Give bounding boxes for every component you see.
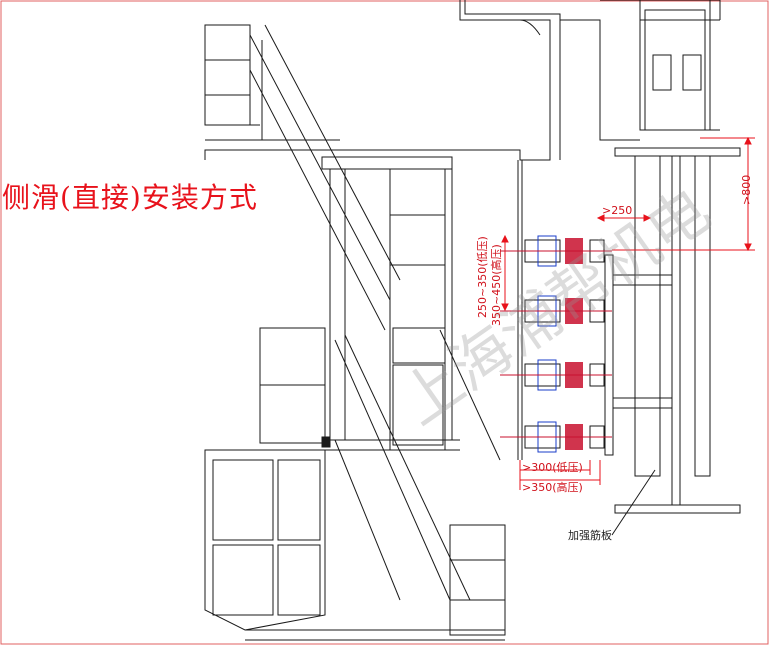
dim-bottom-low: >300(低压) (522, 461, 583, 474)
dimension-lines (501, 136, 755, 490)
diagram-title: 侧滑(直接)安装方式 (2, 181, 258, 214)
central-shaft (321, 156, 460, 451)
dim-bottom-high: >350(高压) (522, 481, 583, 494)
dim-height-right: >800 (740, 174, 753, 205)
dim-gap-top: >250 (602, 204, 633, 217)
callout-leader (611, 469, 656, 536)
callout-stiffener: 加强筋板 (568, 529, 612, 542)
dim-range-high: 350~450(高压) (490, 244, 503, 326)
side-slide-device-3 (500, 359, 612, 391)
side-slide-device-2 (500, 295, 612, 327)
upper-cabin (204, 0, 721, 161)
side-slide-device-4 (500, 421, 612, 453)
lower-cabin (204, 449, 506, 641)
i-beam-column (613, 147, 741, 514)
lower-staircase (334, 329, 501, 601)
side-housing (259, 327, 326, 444)
device-group (500, 235, 612, 453)
side-slide-device-1 (500, 235, 612, 267)
upper-staircase (204, 24, 520, 331)
mounting-plate (517, 160, 614, 460)
